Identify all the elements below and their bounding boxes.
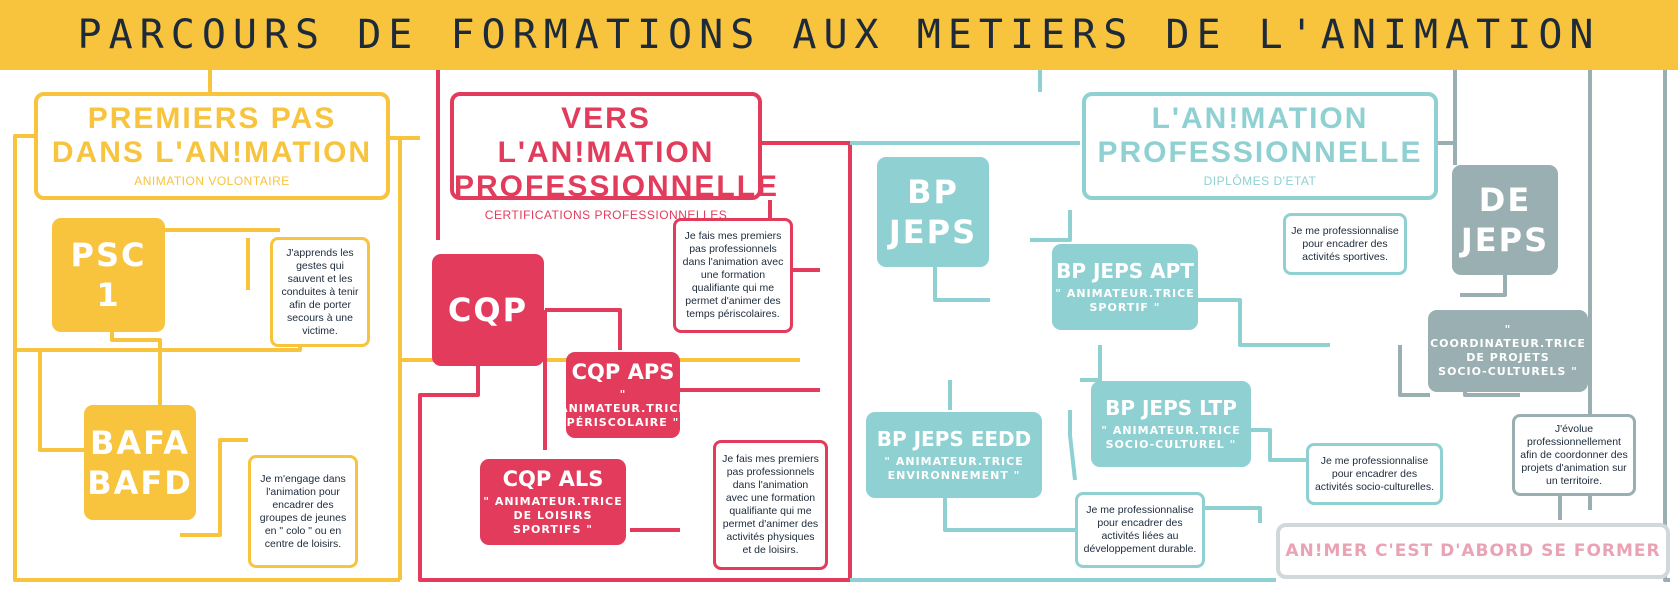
node-coordinateur-sub2: DE PROJETS xyxy=(1466,351,1550,364)
note-dejeps-text: J'évolue professionnellement afin de coo… xyxy=(1520,422,1628,487)
node-bpjeps-ltp-sub1: " ANIMATEUR.TRICE xyxy=(1101,424,1241,437)
node-coordinateur-sub1: " COORDINATEUR.TRICE xyxy=(1430,323,1586,350)
node-cqp-label: CQP xyxy=(447,291,529,329)
node-bpjeps-eedd: BP JEPS EEDD " ANIMATEUR.TRICE ENVIRONNE… xyxy=(866,412,1042,498)
node-coordinateur-sub3: SOCIO-CULTURELS " xyxy=(1438,365,1578,378)
note-cqp-aps: Je fais mes premiers pas professionnels … xyxy=(673,218,793,333)
note-cqp-als: Je fais mes premiers pas professionnels … xyxy=(713,440,828,570)
note-psc1-text: J'apprends les gestes qui sauvent et les… xyxy=(281,246,359,337)
section-pro: L'AN!MATION PROFESSIONNELLE DIPLÔMES D'E… xyxy=(1082,92,1438,200)
node-bpjeps-line2: JEPS xyxy=(888,213,978,251)
note-cqp-als-text: Je fais mes premiers pas professionnels … xyxy=(722,453,819,556)
note-cqp-aps-text: Je fais mes premiers pas professionnels … xyxy=(682,230,784,320)
section-premiers-pas-title-line2: DANS L'AN!MATION xyxy=(51,136,373,169)
node-bpjeps-eedd-sub1: " ANIMATEUR.TRICE xyxy=(884,455,1024,468)
node-dejeps: DE JEPS xyxy=(1452,165,1558,275)
note-bpjeps-eedd-text: Je me professionnalise pour encadrer des… xyxy=(1083,504,1197,555)
section-pro-title-line1: L'AN!MATION xyxy=(1151,102,1369,135)
node-bpjeps-apt-label: BP JEPS APT xyxy=(1056,259,1194,283)
slogan: AN!MER C'EST D'ABORD SE FORMER xyxy=(1276,523,1670,579)
node-cqp-als-sub1: " ANIMATEUR.TRICE xyxy=(483,495,623,508)
section-premiers-pas: PREMIERS PAS DANS L'AN!MATION ANIMATION … xyxy=(34,92,390,200)
note-psc1: J'apprends les gestes qui sauvent et les… xyxy=(270,237,370,347)
node-bpjeps: BP JEPS xyxy=(877,157,989,267)
node-coordinateur: " COORDINATEUR.TRICE DE PROJETS SOCIO-CU… xyxy=(1428,310,1588,392)
node-cqp-als: CQP ALS " ANIMATEUR.TRICE DE LOISIRS SPO… xyxy=(480,459,626,545)
node-bpjeps-line1: BP xyxy=(907,173,959,211)
section-vers-pro-title-line2: PROFESSIONNELLE xyxy=(454,170,780,203)
node-psc1: PSC 1 xyxy=(52,218,165,332)
node-cqp-aps-sub2: PÉRISCOLAIRE " xyxy=(566,416,680,429)
section-vers-pro: VERS L'AN!MATION PROFESSIONNELLE CERTIFI… xyxy=(450,92,777,222)
node-cqp-aps-sub1: " ANIMATEUR.TRICE xyxy=(559,388,687,415)
section-pro-title-line2: PROFESSIONNELLE xyxy=(1097,136,1423,169)
section-pro-subtitle: DIPLÔMES D'ETAT xyxy=(1203,174,1317,188)
node-cqp-als-label: CQP ALS xyxy=(502,467,604,491)
section-premiers-pas-subtitle: ANIMATION VOLONTAIRE xyxy=(134,174,290,188)
node-bpjeps-ltp-sub2: SOCIO-CULTUREL " xyxy=(1105,438,1237,451)
node-bafd-label: BAFD xyxy=(87,463,193,502)
node-cqp: CQP xyxy=(432,254,544,366)
note-bpjeps-apt-text: Je me professionnalise pour encadrer des… xyxy=(1291,224,1399,263)
node-cqp-aps: CQP APS " ANIMATEUR.TRICE PÉRISCOLAIRE " xyxy=(559,352,686,438)
note-bafa-text: Je m'engage dans l'animation pour encadr… xyxy=(259,472,347,550)
node-bpjeps-eedd-label: BP JEPS EEDD xyxy=(876,427,1032,451)
node-bafa-label: BAFA xyxy=(89,423,191,462)
node-cqp-aps-label: CQP APS xyxy=(571,360,675,384)
node-bpjeps-apt-sub1: " ANIMATEUR.TRICE xyxy=(1055,287,1195,300)
node-cqp-als-sub2: DE LOISIRS SPORTIFS " xyxy=(513,509,593,536)
node-psc1-label: PSC 1 xyxy=(70,236,147,314)
node-bafa-bafd: BAFA BAFD xyxy=(84,405,196,520)
note-bpjeps-apt: Je me professionnalise pour encadrer des… xyxy=(1283,213,1407,275)
note-bpjeps-eedd: Je me professionnalise pour encadrer des… xyxy=(1075,492,1205,568)
node-bpjeps-eedd-sub2: ENVIRONNEMENT " xyxy=(887,469,1021,482)
section-vers-pro-subtitle: CERTIFICATIONS PROFESSIONNELLES xyxy=(484,208,728,222)
node-bpjeps-apt-sub2: SPORTIF " xyxy=(1089,301,1161,314)
node-bpjeps-apt: BP JEPS APT " ANIMATEUR.TRICE SPORTIF " xyxy=(1052,244,1198,330)
node-bpjeps-ltp-label: BP JEPS LTP xyxy=(1105,396,1237,420)
page-title: PARCOURS DE FORMATIONS AUX METIERS DE L'… xyxy=(77,12,1601,58)
note-bafa: Je m'engage dans l'animation pour encadr… xyxy=(248,455,358,568)
node-dejeps-line2: JEPS xyxy=(1460,221,1550,259)
section-premiers-pas-title-line1: PREMIERS PAS xyxy=(87,102,337,135)
title-banner xyxy=(0,0,1678,70)
note-bpjeps-ltp: Je me professionnalise pour encadrer des… xyxy=(1306,443,1443,505)
section-vers-pro-title-line1: VERS L'AN!MATION xyxy=(497,102,715,169)
note-bpjeps-ltp-text: Je me professionnalise pour encadrer des… xyxy=(1314,454,1435,493)
note-dejeps: J'évolue professionnellement afin de coo… xyxy=(1512,414,1636,496)
node-dejeps-line1: DE xyxy=(1478,181,1532,219)
node-bpjeps-ltp: BP JEPS LTP " ANIMATEUR.TRICE SOCIO-CULT… xyxy=(1091,381,1251,467)
